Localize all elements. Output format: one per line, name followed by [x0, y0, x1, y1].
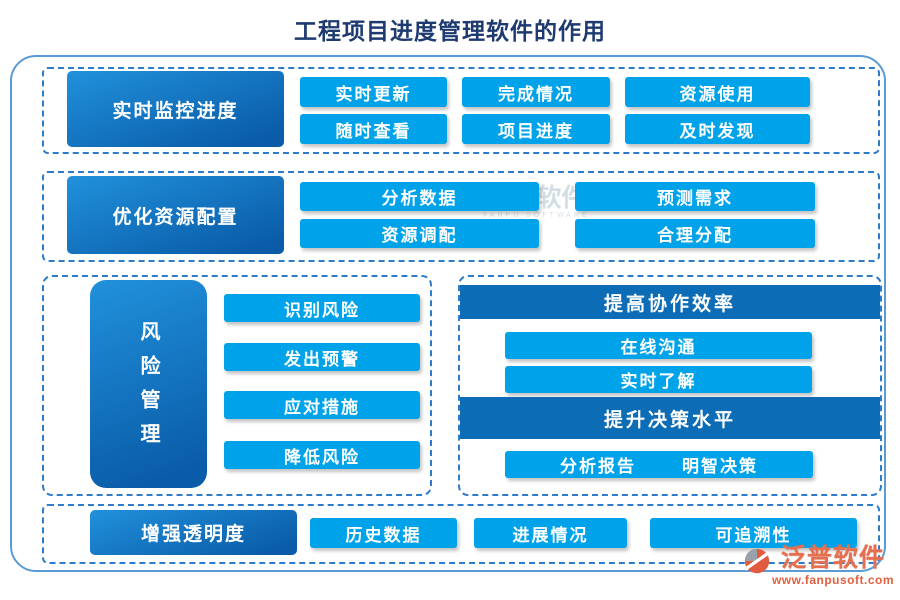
button-project-progress[interactable]: 项目进度	[462, 114, 610, 144]
section-transparency: 增强透明度 历史数据 进展情况 可追溯性	[42, 504, 880, 564]
fanpu-logo-url[interactable]: www.fanpusoft.com	[771, 572, 894, 587]
page-title: 工程项目进度管理软件的作用	[294, 18, 606, 44]
button-resource-usage[interactable]: 资源使用	[625, 77, 810, 107]
button-real-time-awareness[interactable]: 实时了解	[505, 366, 812, 393]
button-view-anytime[interactable]: 随时查看	[300, 114, 447, 144]
button-real-time-update[interactable]: 实时更新	[300, 77, 447, 107]
button-timely-discovery[interactable]: 及时发现	[625, 114, 810, 144]
category-realtime-monitoring: 实时监控进度	[67, 71, 284, 147]
button-rational-allocation[interactable]: 合理分配	[575, 219, 815, 248]
section-collaboration-and-decision: 提高协作效率 在线沟通 实时了解 提升决策水平 分析报告 明智决策	[458, 275, 882, 496]
category-resource-optimization: 优化资源配置	[67, 176, 284, 254]
button-analyze-data[interactable]: 分析数据	[300, 182, 539, 211]
button-forecast-demand[interactable]: 预测需求	[575, 182, 815, 211]
fanpu-logo-icon	[744, 548, 770, 574]
label-analysis-report: 分析报告	[560, 457, 636, 476]
category-risk-management: 风险管理	[90, 280, 207, 488]
header-decision-making-level: 提升决策水平	[460, 397, 880, 439]
button-online-communication[interactable]: 在线沟通	[505, 332, 812, 359]
button-decision-support[interactable]: 分析报告 明智决策	[505, 451, 813, 478]
button-completion-status[interactable]: 完成情况	[462, 77, 610, 107]
section-risk-management: 风险管理 识别风险 发出预警 应对措施 降低风险	[42, 275, 432, 496]
header-collaboration-efficiency: 提高协作效率	[460, 285, 880, 319]
section-resource-optimization: 优化资源配置 分析数据 预测需求 资源调配 合理分配	[42, 171, 880, 262]
fanpu-logo[interactable]: 泛普软件 www.fanpusoft.com	[744, 544, 894, 587]
outer-frame	[10, 55, 886, 572]
label-wise-decision: 明智决策	[682, 457, 758, 476]
category-transparency: 增强透明度	[90, 510, 297, 555]
button-reduce-risk[interactable]: 降低风险	[224, 441, 420, 469]
button-issue-warning[interactable]: 发出预警	[224, 343, 420, 371]
button-resource-deployment[interactable]: 资源调配	[300, 219, 539, 248]
button-progress-status[interactable]: 进展情况	[474, 518, 627, 548]
button-response-measures[interactable]: 应对措施	[224, 391, 420, 419]
button-traceability[interactable]: 可追溯性	[650, 518, 857, 548]
button-historical-data[interactable]: 历史数据	[310, 518, 457, 548]
fanpu-logo-text: 泛普软件	[780, 544, 885, 572]
section-realtime-monitoring: 实时监控进度 实时更新 完成情况 资源使用 随时查看 项目进度 及时发现	[42, 67, 880, 154]
button-identify-risk[interactable]: 识别风险	[224, 294, 420, 322]
